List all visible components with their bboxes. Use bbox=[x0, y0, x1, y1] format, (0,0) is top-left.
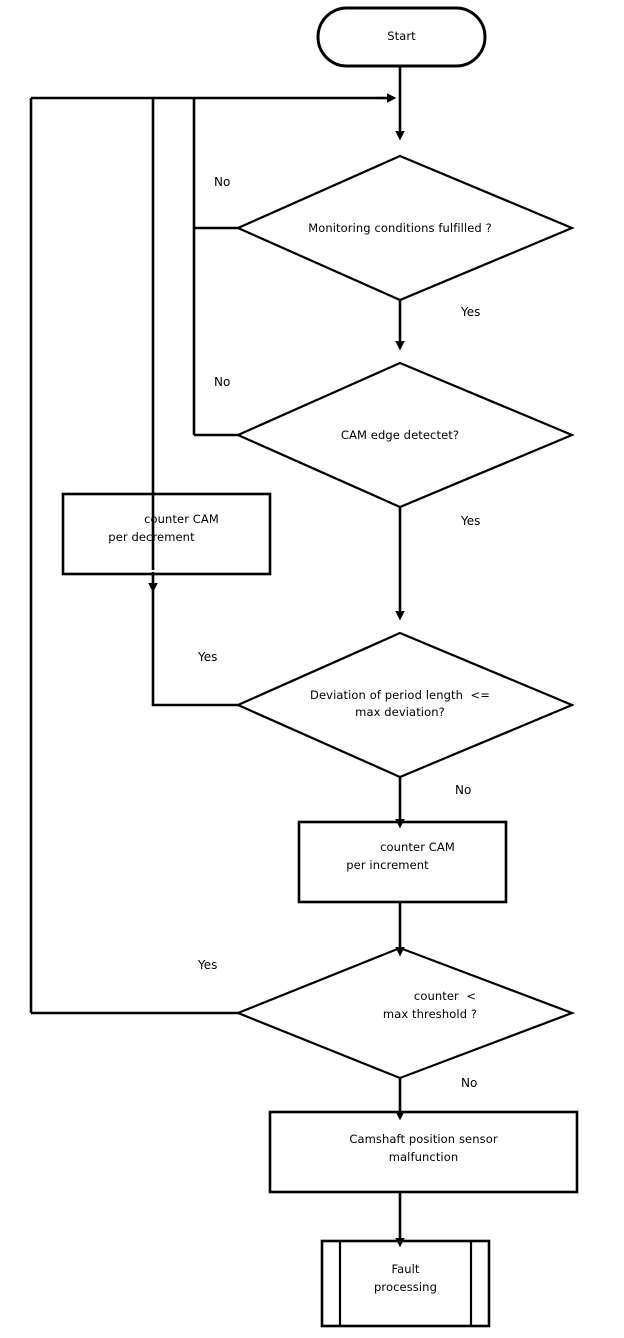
branch-label-monitoring-no: No bbox=[214, 175, 231, 189]
shape-process-decrement bbox=[61, 492, 272, 576]
shape-decision-monitoring bbox=[235, 154, 575, 302]
shape-start bbox=[316, 6, 487, 68]
edge-deviation-yes bbox=[151, 584, 238, 707]
shape-process-malfunction bbox=[268, 1110, 579, 1194]
branch-label-deviation-yes: Yes bbox=[198, 650, 218, 664]
branch-label-threshold-no: No bbox=[461, 1076, 478, 1090]
branch-label-deviation-no: No bbox=[455, 783, 472, 797]
branch-label-cam-edge-yes: Yes bbox=[461, 514, 481, 528]
shape-predefined-fault bbox=[320, 1239, 491, 1328]
shape-process-increment bbox=[297, 820, 508, 904]
shape-decision-threshold bbox=[235, 946, 576, 1080]
shape-decision-cam-edge bbox=[235, 361, 575, 509]
branch-label-threshold-yes: Yes bbox=[198, 958, 218, 972]
branch-label-monitoring-yes: Yes bbox=[461, 305, 481, 319]
branch-label-cam-edge-no: No bbox=[214, 375, 231, 389]
shape-decision-deviation bbox=[235, 631, 575, 779]
